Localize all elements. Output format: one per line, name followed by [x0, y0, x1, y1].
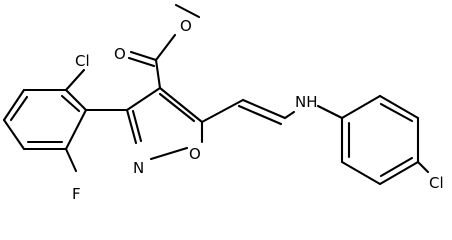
atom-label-ester-oxygen: O [114, 45, 126, 63]
aryl2-bond-5 [340, 160, 382, 186]
bond-carbonyl-o-2 [127, 56, 156, 68]
aryl2-bond-4-inner [379, 156, 414, 178]
isoxazole-c5-c4 [158, 86, 204, 124]
bond-amine-aryl [316, 104, 344, 120]
bond-aryl1-cl [64, 68, 86, 92]
atom-label-amine: NH [295, 93, 318, 111]
bond-methyl-o [174, 3, 201, 19]
molecule-svg: O O Cl NH O N Cl F [2, 3, 444, 203]
isoxazole-c3-n-double [131, 109, 143, 143]
isoxazole-c3-n [125, 108, 138, 145]
structure-diagram: O O Cl NH O N Cl F [2, 3, 444, 203]
aryl1-bond-1-inner [60, 94, 81, 113]
bond-o-carbonyl [154, 33, 177, 62]
bond-carbonyl-ring [154, 58, 162, 90]
aryl1-bond-6 [64, 108, 88, 151]
aryl1-bond-3-inner [9, 95, 29, 122]
atom-label-chlorine-para: Cl [429, 174, 444, 192]
atom-label-ring-oxygen: O [189, 145, 201, 163]
atom-label-ring-nitrogen: N [133, 159, 144, 177]
aryl1-bond-1 [64, 88, 88, 112]
isoxazole-n-o [149, 146, 189, 161]
aryl2-bond-2 [378, 94, 420, 120]
isoxazole-c4-c3 [125, 86, 162, 112]
atom-label-methoxy-oxygen: O [180, 17, 192, 35]
bond-c5-vinyl [200, 98, 245, 124]
aryl1-bond-4 [2, 118, 26, 151]
bond-aryl2-cl [416, 160, 430, 174]
bond-carbonyl-o-1 [129, 50, 158, 62]
aryl2-bond-2-inner [379, 102, 414, 123]
aryl2-bond-1 [340, 94, 382, 120]
atom-label-fluorine: F [72, 185, 81, 203]
vinyl-double-2 [237, 104, 283, 126]
bond-vinyl-amine [283, 110, 296, 120]
aryl2-bond-4 [378, 160, 420, 186]
atom-label-chlorine-ortho: Cl [75, 52, 90, 70]
bond-aryl1-f [64, 147, 78, 173]
aryl1-bond-3 [2, 88, 26, 122]
isoxazole-c5-c4-double [158, 92, 196, 123]
vinyl-double-1 [241, 98, 287, 120]
